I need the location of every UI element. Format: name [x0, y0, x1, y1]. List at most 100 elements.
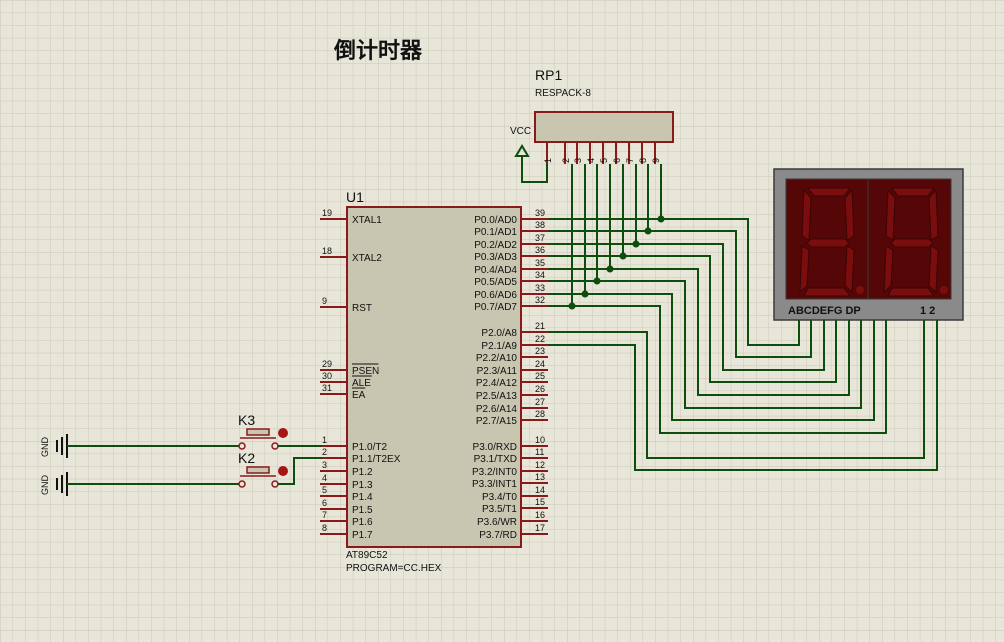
segment-dp [940, 286, 948, 294]
u1-pin-number: 11 [535, 447, 544, 457]
diagram-title: 倒计时器 [333, 38, 423, 63]
u1-pin-name: P1.5 [352, 505, 373, 516]
u1-pin-number: 34 [535, 270, 545, 280]
u1-pin-number: 12 [535, 460, 545, 470]
u1-pin-name: P1.1/T2EX [352, 454, 401, 465]
u1-pin-number: 25 [535, 371, 545, 381]
wire-k2-p11 [278, 457, 322, 485]
rp1-pin-number: 4 [586, 158, 596, 163]
k3-cap [246, 428, 270, 436]
u1-pin-number: 22 [535, 334, 545, 344]
segment-g [806, 238, 850, 248]
wire-seg-0 [661, 218, 800, 346]
rp1-value: RESPACK-8 [535, 88, 591, 99]
u1-pin-number: 33 [535, 283, 545, 293]
u1-pin-number: 13 [535, 472, 545, 482]
u1-pin-number: 16 [535, 510, 545, 520]
u1-pin-number: 9 [322, 296, 327, 306]
segment-f [801, 188, 812, 241]
u1-pin-name: P2.2/A10 [476, 353, 518, 364]
rp1-pin-number: 6 [612, 158, 622, 163]
rp1-pin-number: 8 [638, 158, 648, 163]
u1-pin-name: P0.3/AD3 [474, 252, 517, 263]
u1-pin-number: 5 [322, 485, 327, 495]
segment-dp [856, 286, 864, 294]
u1-pin-name: XTAL1 [352, 215, 382, 226]
digit-pin-labels: 1 2 [920, 305, 935, 317]
u1-pin-name: RST [352, 303, 372, 314]
u1-pin-name: P0.4/AD4 [474, 265, 517, 276]
k2-contact-right [271, 480, 279, 488]
u1-pin-name: P2.4/A12 [476, 378, 518, 389]
u1-pin-number: 21 [535, 321, 545, 331]
u1-pin-number: 36 [535, 245, 545, 255]
u1-pin-name: P2.1/A9 [481, 341, 517, 352]
rp1-pin-number: 2 [561, 158, 571, 163]
k2-ref: K2 [238, 450, 255, 466]
u1-pin-name: P3.0/RXD [473, 442, 517, 453]
u1-pin-name: P1.6 [352, 517, 373, 528]
u1-pin-number: 15 [535, 497, 545, 507]
segment-a [807, 187, 851, 197]
segment-c [928, 245, 939, 294]
u1-ref: U1 [346, 189, 364, 205]
wire-seg-7 [572, 305, 887, 434]
u1-pin-name: P0.5/AD5 [474, 277, 517, 288]
mcu-u1[interactable]: U1 AT89C52 PROGRAM=CC.HEX 19XTAL118XTAL2… [320, 189, 548, 574]
k2-cap [246, 466, 270, 474]
u1-program: PROGRAM=CC.HEX [346, 563, 442, 574]
wire-digit-2 [548, 320, 938, 471]
u1-pin-number: 6 [322, 498, 327, 508]
u1-pin-name: P3.5/T1 [482, 504, 517, 515]
u1-body [346, 206, 522, 548]
gnd-label-1: GND [40, 437, 50, 458]
segment-d [887, 287, 935, 297]
u1-pin-name: P3.2/INT0 [472, 467, 517, 478]
segment-e [799, 245, 810, 294]
wire-seg-4 [610, 268, 850, 396]
button-k3[interactable]: K3 [238, 412, 288, 450]
digit-2 [883, 187, 948, 297]
wire-seg-3 [623, 255, 837, 383]
u1-pin-number: 19 [322, 208, 332, 218]
button-k2[interactable]: K2 [238, 450, 288, 488]
wire-seg-1 [648, 230, 812, 358]
rp1-body [534, 111, 674, 143]
u1-pin-number: 24 [535, 359, 545, 369]
u1-pin-number: 29 [322, 359, 332, 369]
u1-pin-name: P0.7/AD7 [474, 302, 517, 313]
u1-pin-name: P2.6/A14 [476, 404, 518, 415]
seven-segment-display[interactable]: ABCDEFG DP 1 2 [773, 168, 964, 321]
k3-contact-right [271, 442, 279, 450]
u1-part: AT89C52 [346, 550, 388, 561]
segment-g [890, 238, 934, 248]
u1-pin-number: 35 [535, 258, 545, 268]
u1-pin-name: P0.1/AD1 [474, 227, 517, 238]
segment-b [928, 188, 939, 241]
u1-pin-number: 23 [535, 346, 545, 356]
u1-pin-number: 27 [535, 397, 545, 407]
segment-c [844, 245, 855, 294]
rp1-pin-number: 1 [543, 158, 553, 163]
u1-pin-number: 2 [322, 447, 327, 457]
u1-pin-name: P0.2/AD2 [474, 240, 517, 251]
segment-e [883, 245, 894, 294]
wire-digit-1 [548, 320, 925, 459]
u1-pin-number: 31 [322, 383, 332, 393]
u1-pin-name: P2.3/A11 [477, 366, 518, 377]
u1-pin-number: 17 [535, 523, 545, 533]
k2-actuator-icon[interactable] [278, 466, 288, 476]
u1-pin-number: 38 [535, 220, 545, 230]
u1-pin-name: P1.7 [352, 530, 373, 541]
u1-pin-name: P1.3 [352, 480, 373, 491]
u1-pin-number: 18 [322, 246, 332, 256]
u1-pin-name: P0.6/AD6 [474, 290, 517, 301]
u1-pin-name: ALE [352, 378, 371, 389]
digit-1 [799, 187, 864, 297]
u1-pin-name: P3.3/INT1 [472, 479, 517, 490]
u1-pin-number: 3 [322, 460, 327, 470]
u1-pin-name: P2.5/A13 [476, 391, 518, 402]
k3-actuator-icon[interactable] [278, 428, 288, 438]
